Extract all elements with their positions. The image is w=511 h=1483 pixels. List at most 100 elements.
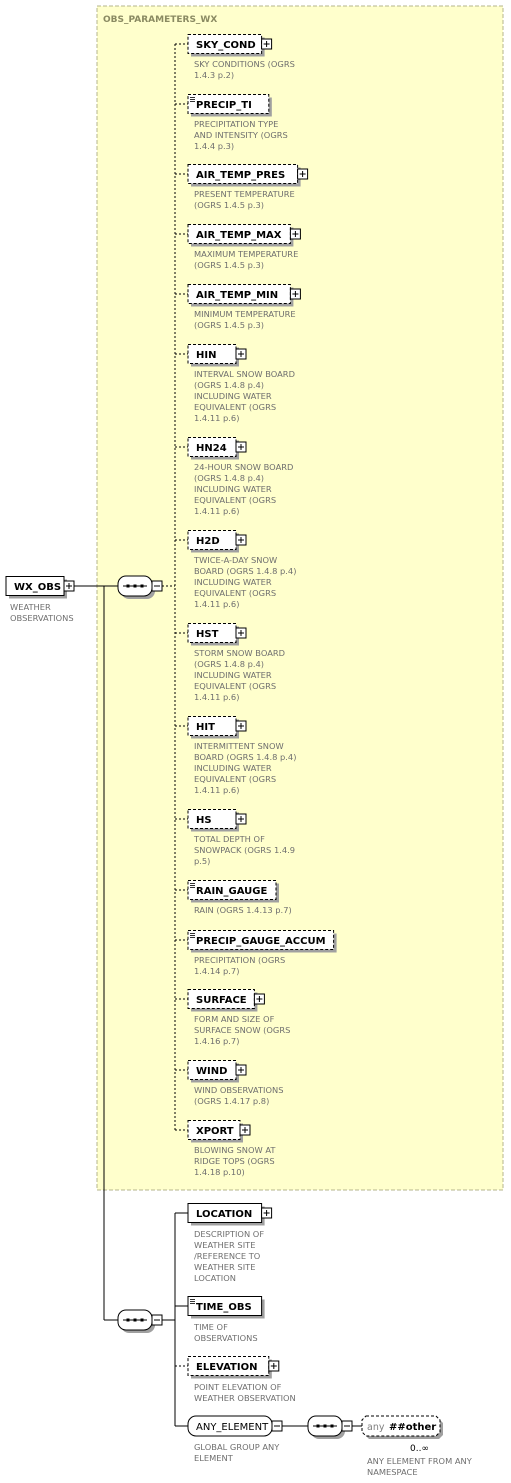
expand-surface-icon[interactable] <box>253 993 265 1005</box>
element-description: AND INTENSITY (OGRS <box>194 130 288 140</box>
element-air-temp-min[interactable]: AIR_TEMP_MIN <box>187 284 294 307</box>
element-name: HIT <box>196 722 215 733</box>
wildcard-description: ANY ELEMENT FROM ANY <box>367 1456 473 1466</box>
element-description: 24-HOUR SNOW BOARD <box>194 462 293 472</box>
sequence-compositor-2[interactable] <box>117 1309 155 1333</box>
element-precip-ti[interactable]: PRECIP_TI <box>187 94 272 117</box>
element-hs[interactable]: HS <box>187 809 239 832</box>
element-name: HIN <box>196 350 216 361</box>
element-name: ELEVATION <box>196 1362 257 1373</box>
element-description: WEATHER SITE <box>194 1240 255 1250</box>
group-title: OBS_PARAMETERS_WX <box>103 15 217 25</box>
element-time-obs[interactable]: TIME_OBS <box>187 1296 265 1319</box>
element-elevation[interactable]: ELEVATION <box>187 1356 272 1379</box>
connectors <box>74 43 362 1427</box>
expand-location-icon[interactable] <box>261 1207 273 1219</box>
element-description: (OGRS 1.4.17 p.8) <box>194 1096 269 1106</box>
wildcard-description: NAMESPACE <box>367 1467 418 1477</box>
element-description: INCLUDING WATER <box>194 763 272 773</box>
element-location[interactable]: LOCATION <box>187 1203 265 1226</box>
element-sky-cond[interactable]: SKY_COND <box>187 34 265 57</box>
element-description: MINIMUM TEMPERATURE <box>194 309 296 319</box>
element-rain-gauge[interactable]: RAIN_GAUGE <box>187 880 279 903</box>
element-description: INTERVAL SNOW BOARD <box>194 369 295 379</box>
element-description: SNOWPACK (OGRS 1.4.9 <box>194 845 295 855</box>
element-description: TOTAL DEPTH OF <box>193 834 265 844</box>
element-description: 1.4.16 p.7) <box>194 1036 239 1046</box>
element-name: PRECIP_TI <box>196 100 252 111</box>
element-name: LOCATION <box>196 1209 252 1220</box>
element-description: PRESENT TEMPERATURE <box>194 189 295 199</box>
any-group-description: ELEMENT <box>194 1453 234 1463</box>
element-name: SURFACE <box>196 995 247 1006</box>
expand-wind-icon[interactable] <box>235 1064 247 1076</box>
element-description: BOARD (OGRS 1.4.8 p.4) <box>194 566 296 576</box>
element-description: OBSERVATIONS <box>194 1333 258 1343</box>
sequence-compositor-2-collapse-icon[interactable] <box>151 1314 163 1326</box>
element-air-temp-pres[interactable]: AIR_TEMP_PRES <box>187 164 301 187</box>
element-surface[interactable]: SURFACE <box>187 989 258 1012</box>
element-description: INCLUDING WATER <box>194 577 272 587</box>
element-description: POINT ELEVATION OF <box>194 1382 282 1392</box>
element-name: HST <box>196 629 219 640</box>
expand-sky-cond-icon[interactable] <box>261 38 273 50</box>
expand-xport-icon[interactable] <box>239 1124 251 1136</box>
sequence-compositor-1-collapse-icon[interactable] <box>151 580 163 592</box>
expand-air-temp-min-icon[interactable] <box>289 288 301 300</box>
wildcard-prefix: any <box>367 1422 385 1433</box>
any-element-collapse-icon[interactable] <box>271 1420 283 1432</box>
element-name: WIND <box>196 1066 227 1077</box>
expand-h2d-icon[interactable] <box>235 534 247 546</box>
element-description: /REFERENCE TO <box>194 1251 261 1261</box>
element-description: STORM SNOW BOARD <box>194 648 285 658</box>
wildcard-namespace: ##other <box>389 1422 436 1433</box>
sequence-compositor-1[interactable] <box>117 575 155 599</box>
element-description: INCLUDING WATER <box>194 670 272 680</box>
element-description: 1.4.14 p.7) <box>194 966 239 976</box>
sequence-compositor-3[interactable] <box>307 1415 345 1439</box>
element-wx-obs[interactable]: WX_OBS <box>5 576 67 599</box>
expand-hin-icon[interactable] <box>235 348 247 360</box>
element-description: (OGRS 1.4.8 p.4) <box>194 473 264 483</box>
element-hn24[interactable]: HN24 <box>187 437 239 460</box>
element-description: (OGRS 1.4.8 p.4) <box>194 380 264 390</box>
sequence-compositor-3-collapse-icon[interactable] <box>341 1420 353 1432</box>
element-description: INTERMITTENT SNOW <box>194 741 284 751</box>
element-xport[interactable]: XPORT <box>187 1120 243 1143</box>
element-air-temp-max[interactable]: AIR_TEMP_MAX <box>187 224 294 247</box>
element-description: INCLUDING WATER <box>194 484 272 494</box>
expand-wx-obs-icon[interactable] <box>63 580 75 592</box>
element-description: BOARD (OGRS 1.4.8 p.4) <box>194 752 296 762</box>
wildcard-any[interactable]: any ##other <box>361 1415 443 1439</box>
expand-hs-icon[interactable] <box>235 813 247 825</box>
expand-hn24-icon[interactable] <box>235 441 247 453</box>
element-hin[interactable]: HIN <box>187 344 239 367</box>
element-description: INCLUDING WATER <box>194 391 272 401</box>
element-description: 1.4.11 p.6) <box>194 785 239 795</box>
element-hit[interactable]: HIT <box>187 716 239 739</box>
element-name: HS <box>196 815 212 826</box>
element-name: PRECIP_GAUGE_ACCUM <box>196 936 326 947</box>
element-hst[interactable]: HST <box>187 623 239 646</box>
element-description: (OGRS 1.4.8 p.4) <box>194 659 264 669</box>
element-h2d[interactable]: H2D <box>187 530 239 553</box>
element-wind[interactable]: WIND <box>187 1060 239 1083</box>
element-name: XPORT <box>196 1126 234 1137</box>
element-description: WIND OBSERVATIONS <box>194 1085 283 1095</box>
group-container <box>96 5 504 1191</box>
element-description: 1.4.11 p.6) <box>194 599 239 609</box>
element-description: BLOWING SNOW AT <box>194 1145 276 1155</box>
element-description: EQUIVALENT (OGRS <box>194 681 276 691</box>
element-description: EQUIVALENT (OGRS <box>194 774 276 784</box>
expand-air-temp-max-icon[interactable] <box>289 228 301 240</box>
expand-air-temp-pres-icon[interactable] <box>297 168 309 180</box>
expand-hit-icon[interactable] <box>235 720 247 732</box>
group-any-element[interactable]: ANY_ELEMENT <box>187 1415 273 1437</box>
expand-hst-icon[interactable] <box>235 627 247 639</box>
element-precip-gauge-accum[interactable]: PRECIP_GAUGE_ACCUM <box>187 930 337 953</box>
expand-elevation-icon[interactable] <box>268 1360 280 1372</box>
element-description: WEATHER SITE <box>194 1262 255 1272</box>
element-description: WEATHER OBSERVATION <box>194 1393 296 1403</box>
